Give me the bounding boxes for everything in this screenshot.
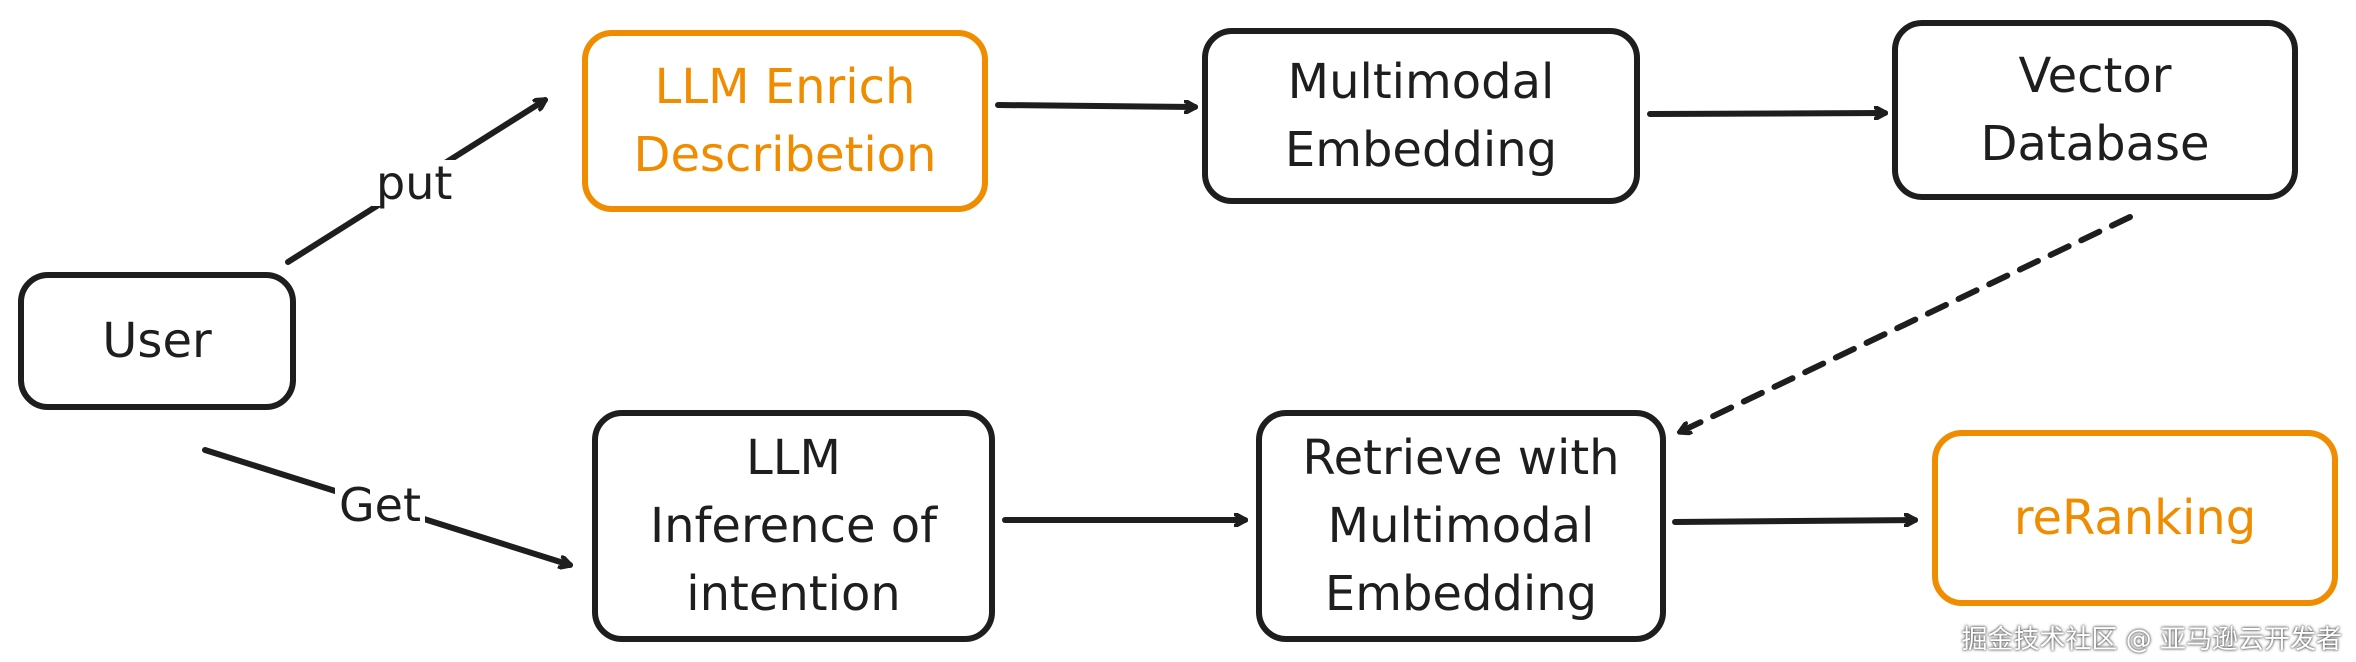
node-llm-enrich-line-2: Describetion xyxy=(633,127,937,183)
node-reranking-label: reRanking xyxy=(2013,489,2257,546)
edge-label-put: put xyxy=(372,160,457,206)
node-llm-inference: LLM Inference of intention xyxy=(592,410,995,642)
node-llm-enrich-line-1: LLM Enrich xyxy=(654,58,916,115)
node-multimodal-embedding: Multimodal Embedding xyxy=(1202,28,1640,204)
node-llm-inference-line-1: LLM xyxy=(746,429,841,486)
node-user-label: User xyxy=(102,312,212,369)
node-retrieve: Retrieve with Multimodal Embedding xyxy=(1256,410,1666,642)
node-llm-enrich: LLM Enrich Describetion xyxy=(582,30,988,212)
node-retrieve-line-3: Embedding xyxy=(1324,566,1598,623)
arrow-enrich-to-embedding xyxy=(995,105,1195,107)
node-multimodal-embedding-line-2: Embedding xyxy=(1284,122,1558,178)
watermark: 掘金技术社区 @ 亚马逊云开发者 xyxy=(1961,625,2342,655)
node-multimodal-embedding-line-1: Multimodal xyxy=(1287,53,1555,110)
node-llm-inference-line-2: Inference of xyxy=(649,497,938,554)
node-reranking: reRanking xyxy=(1932,430,2338,606)
node-llm-inference-line-3: intention xyxy=(686,566,901,623)
arrow-embedding-to-vectordb xyxy=(1647,113,1885,114)
node-vector-database-line-1: Vector xyxy=(2018,47,2172,104)
edge-label-get: Get xyxy=(335,482,425,528)
node-vector-database: Vector Database xyxy=(1892,20,2298,200)
node-retrieve-line-1: Retrieve with xyxy=(1302,429,1620,486)
arrow-vectordb-to-retrieve xyxy=(1680,214,2133,432)
node-vector-database-line-2: Database xyxy=(1980,116,2210,172)
node-user: User xyxy=(18,272,296,410)
node-retrieve-line-2: Multimodal xyxy=(1327,497,1595,554)
arrow-retrieve-to-reranking xyxy=(1672,520,1915,522)
